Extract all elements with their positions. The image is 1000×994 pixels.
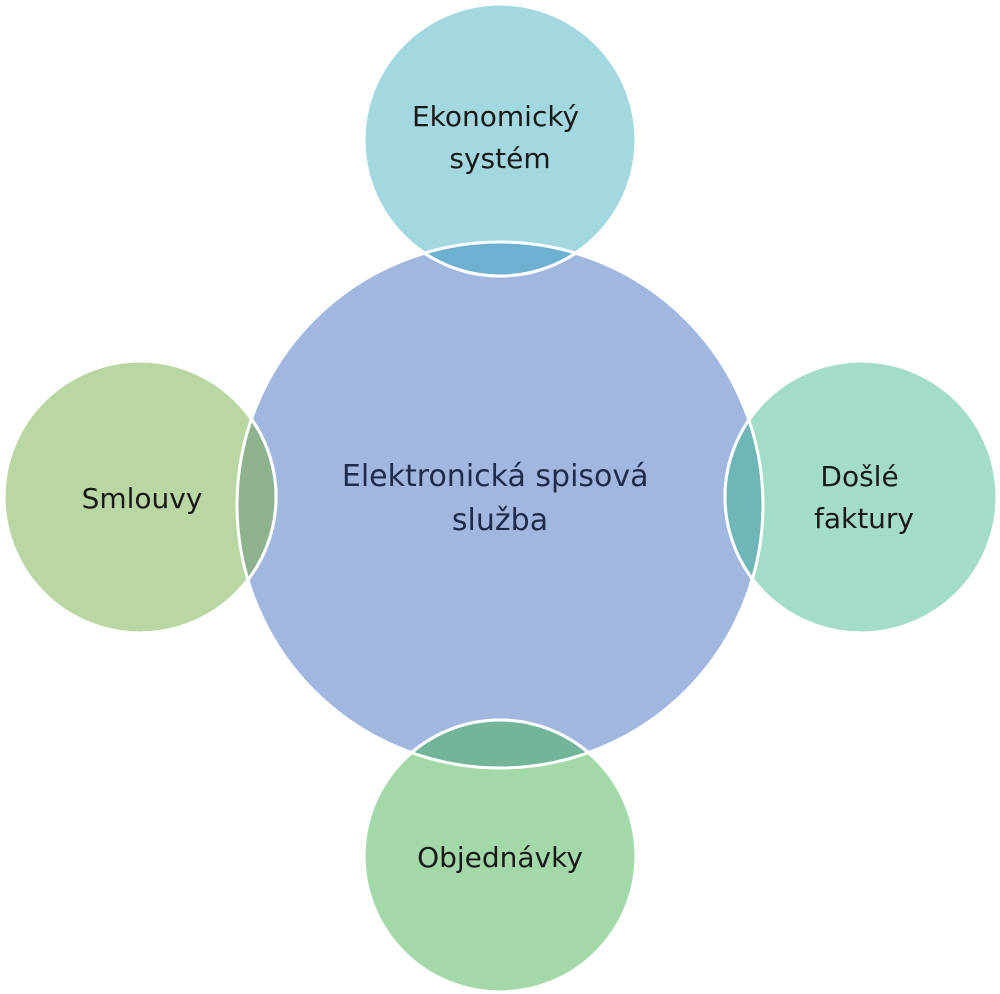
left-label-line-1: Smlouvy [82,482,203,515]
top-outline [362,2,638,278]
bottom-outline [362,718,638,994]
right-outline [723,359,999,635]
right-label: Došlé faktury [814,460,914,535]
center-label: Elektronická spisová služba [342,459,658,538]
right-label-line-1: Došlé [820,460,898,493]
left-label: Smlouvy [82,482,203,515]
top-label: Ekonomický systém [412,100,588,175]
bottom-label: Objednávky [417,841,583,874]
top-label-line-1: Ekonomický [412,100,579,133]
center-label-line-2: služba [452,503,548,538]
left-outline [2,359,278,635]
right-label-line-2: faktury [814,502,914,535]
center-outline [235,240,765,770]
top-label-line-2: systém [449,142,550,175]
bottom-label-line-1: Objednávky [417,841,583,874]
center-label-line-1: Elektronická spisová [342,459,649,494]
